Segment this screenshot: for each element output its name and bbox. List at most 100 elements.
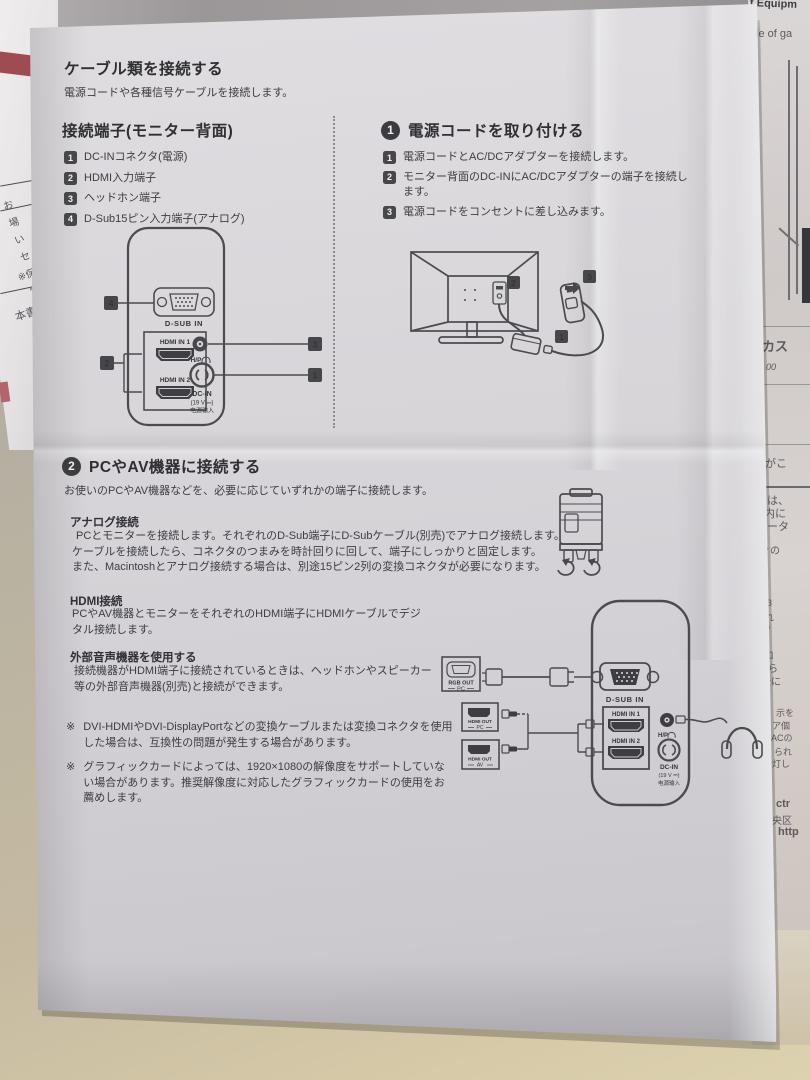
svg-text:3: 3 xyxy=(312,340,317,350)
connect-section-heading: 2 PCやAV機器に接続する xyxy=(62,455,261,477)
list-item: 2 HDMI入力端子 xyxy=(64,171,245,187)
dsub-thumbscrew-illustration xyxy=(557,488,603,576)
audio-text: 接続機器がHDMI端子に接続されているときは、ヘッドホンやスピーカー等の外部音声… xyxy=(74,665,432,693)
rgb-out-label: RGB OUT xyxy=(448,681,474,687)
note-marker: ※ xyxy=(66,721,76,733)
vga-cable xyxy=(482,667,592,687)
hdmi-out-av-sub: AV xyxy=(477,763,484,769)
headphone-jack-icon xyxy=(192,336,208,352)
analog-text: PCとモニターを接続します。それぞれのD-Sub端子にD-Subケーブル(別売)… xyxy=(72,529,565,576)
headphones-icon xyxy=(675,715,763,759)
marker-1: 1 xyxy=(214,368,322,382)
step-row: 2 モニター背面のDC-INにAC/DCアダプターの端子を接続します。 xyxy=(383,170,688,201)
marker-4: 4 xyxy=(104,296,154,310)
list-item: 4 D-Sub15ピン入力端子(アナログ) xyxy=(64,212,245,228)
item-number-badge: 1 xyxy=(64,151,77,164)
hdmi-port-inner xyxy=(610,748,642,758)
edge-text-fragment: い xyxy=(13,233,27,248)
dcin-label: DC-IN xyxy=(192,391,211,398)
dc-cable xyxy=(498,303,526,337)
hdmi-port-icon xyxy=(156,348,194,361)
item-number-badge: 3 xyxy=(64,192,77,205)
dotted-divider xyxy=(333,116,335,428)
headphone-glyph xyxy=(667,731,676,738)
edge-text-fragment: ctr xyxy=(776,798,791,810)
step-number-badge: 3 xyxy=(383,205,396,219)
section-number-circle: 2 xyxy=(62,456,81,476)
arrow-icon xyxy=(565,282,580,294)
vga-port-icon xyxy=(153,287,215,317)
step-number-badge: 1 xyxy=(383,151,396,164)
step-row: 1 電源コードとAC/DCアダプターを接続します。 xyxy=(383,150,688,166)
dcin-sub-label: 电源输入 xyxy=(190,407,214,415)
svg-text:2: 2 xyxy=(104,359,109,369)
edge-text-fragment: お xyxy=(2,199,16,213)
plug-coupler xyxy=(542,344,553,355)
item-label: D-Sub15ピン入力端子(アナログ) xyxy=(84,212,245,225)
marker-3: 3 xyxy=(208,337,322,351)
analog-line: また、Macintoshとアナログ接続する場合は、別途15ピン2列の変換コネクタ… xyxy=(72,561,546,573)
marker-3: 3 xyxy=(583,270,596,283)
section-intro: お使いのPCやAV機器などを、必要に応じていずれかの端子に接続します。 xyxy=(64,485,434,497)
svg-text:2: 2 xyxy=(511,278,516,288)
svg-text:4: 4 xyxy=(108,299,113,309)
step-row: 3 電源コードをコンセントに差し込みます。 xyxy=(383,205,688,221)
step-text: 電源コードとAC/DCアダプターを接続します。 xyxy=(403,151,635,163)
hdmi-out-pc-sub: PC xyxy=(477,725,484,731)
svg-text:1: 1 xyxy=(559,332,564,342)
edge-text-fragment: (ACの xyxy=(768,733,793,743)
edge-text-fragment: 示を xyxy=(776,708,795,718)
step-text: 電源コードをコンセントに差し込みます。 xyxy=(403,205,611,218)
edge-text-fragment: http xyxy=(778,826,799,838)
page-title: ケーブル類を接続する xyxy=(64,61,224,78)
item-number-badge: 4 xyxy=(64,212,77,226)
connector-list: 1 DC-INコネクタ(電源) 2 HDMI入力端子 3 ヘッドホン端子 4 D… xyxy=(64,150,245,227)
edge-text-fragment: セ xyxy=(18,250,32,265)
edge-text-fragment: 場 xyxy=(7,216,21,230)
table-rule-fragment xyxy=(754,444,810,445)
step-text: モニター背面のDC-INにAC/DCアダプターの端子を接続します。 xyxy=(403,170,688,199)
power-section-heading: 1 電源コードを取り付ける xyxy=(381,119,584,141)
edge-text-fragment: 灯し xyxy=(772,759,791,769)
marker-2: 2 xyxy=(507,276,520,289)
hdmi-port-icon xyxy=(608,746,644,759)
hdmi1-label: HDMI IN 1 xyxy=(612,712,641,718)
page-subtitle: 電源コードや各種信号ケーブルを接続します。 xyxy=(64,87,294,99)
rgb-out-source-box: RGB OUT PC xyxy=(441,656,481,693)
rotate-arrow-icon xyxy=(583,558,601,576)
edge-text-fragment: られ xyxy=(774,747,793,757)
note-text: DVI-HDMIやDVI-DisplayPortなどの変換ケーブルまたは変換コネ… xyxy=(83,721,453,749)
dcin-voltage: (19 V ⎓) xyxy=(659,773,680,779)
hdmi2-label: HDMI IN 2 xyxy=(160,377,191,384)
rear-panel-diagram: D-SUB IN 4 HDMI IN 1 HDMI IN 2 2 H/P xyxy=(100,226,322,427)
table-rule-fragment xyxy=(754,384,810,385)
note-text: グラフィックカードによっては、1920×1080の解像度をサポートしていない場合… xyxy=(83,761,445,804)
list-item: 3 ヘッドホン端子 xyxy=(64,191,245,207)
hdmi-out-av-label: HDMI OUT xyxy=(468,757,492,763)
table-rule-fragment xyxy=(754,326,810,327)
analog-line: ケーブルを接続したら、コネクタのつまみを時計回りに回して、端子にしっかりと固定し… xyxy=(72,545,542,558)
dcin-jack-icon xyxy=(189,362,215,388)
list-item: 1 DC-INコネクタ(電源) xyxy=(64,150,245,166)
panel-port xyxy=(496,286,503,290)
audio-heading: 外部音声機器を使用する xyxy=(70,652,197,664)
figure-line-fragment xyxy=(796,66,798,294)
section-number-circle: 1 xyxy=(381,120,400,140)
item-number-badge: 2 xyxy=(64,171,77,185)
paper-crease xyxy=(565,4,621,470)
power-cord xyxy=(551,300,604,357)
item-label: HDMI入力端子 xyxy=(84,171,157,184)
vga-port-icon xyxy=(590,662,660,691)
figure-line-fragment xyxy=(788,60,790,300)
hdmi-port-inner xyxy=(610,721,642,731)
note: ※ DVI-HDMIやDVI-DisplayPortなどの変換ケーブルまたは変換… xyxy=(66,720,455,751)
svg-text:1: 1 xyxy=(312,371,317,381)
item-label: ヘッドホン端子 xyxy=(84,192,161,204)
dcin-jack-icon xyxy=(657,738,681,762)
section-title: 電源コードを取り付ける xyxy=(408,123,585,140)
analog-line: PCとモニターを接続します。それぞれのD-Sub端子にD-Subケーブル(別売)… xyxy=(76,530,565,542)
power-steps: 1 電源コードとAC/DCアダプターを接続します。 2 モニター背面のDC-IN… xyxy=(383,150,688,220)
dsub-label: D-SUB IN xyxy=(165,319,203,328)
hdmi1-label: HDMI IN 1 xyxy=(160,339,191,346)
